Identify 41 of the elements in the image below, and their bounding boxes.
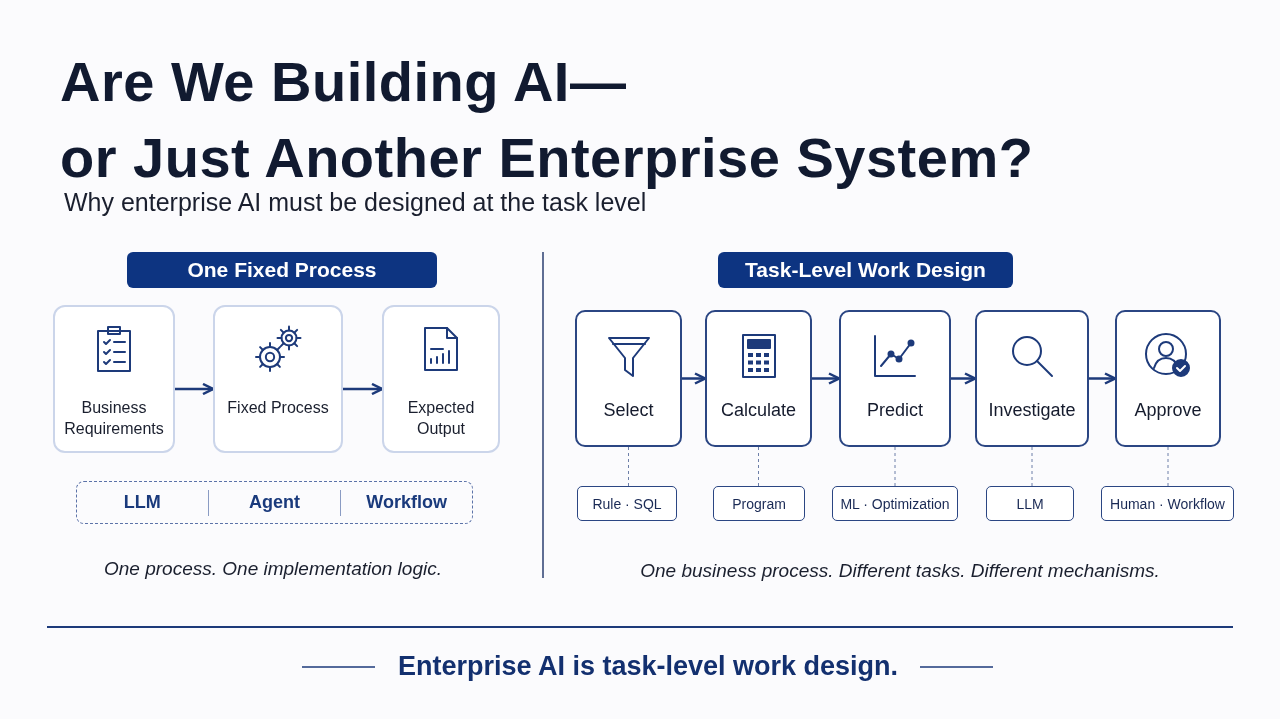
mechanism-tag: Rule · SQL bbox=[577, 486, 677, 521]
mechanism-tag: LLM bbox=[986, 486, 1074, 521]
task-box bbox=[575, 310, 682, 447]
step-label: Expected Output bbox=[406, 398, 476, 439]
process-box bbox=[382, 305, 500, 453]
mechanism-tag: Human · Workflow bbox=[1101, 486, 1234, 521]
task-label: Predict bbox=[866, 400, 924, 421]
mechanism-tag: ML · Optimization bbox=[832, 486, 958, 521]
task-box bbox=[975, 310, 1089, 447]
mechanism-tag: Program bbox=[713, 486, 805, 521]
task-box bbox=[839, 310, 951, 447]
step-label: Business Requirements bbox=[63, 398, 165, 439]
process-box bbox=[53, 305, 175, 453]
implementation-label: Agent bbox=[249, 492, 300, 512]
step-label: Fixed Process bbox=[226, 398, 330, 418]
implementation-label: Workflow bbox=[366, 492, 447, 512]
arrow bbox=[682, 372, 707, 385]
arrow bbox=[343, 382, 384, 396]
task-box bbox=[705, 310, 812, 447]
task-label: Select bbox=[602, 400, 655, 421]
arrow bbox=[1089, 372, 1117, 385]
process-box bbox=[213, 305, 343, 453]
task-box bbox=[1115, 310, 1221, 447]
implementation-label: LLM bbox=[123, 492, 161, 512]
dotted-connector bbox=[628, 446, 629, 487]
arrow bbox=[951, 372, 977, 385]
dotted-connector bbox=[1031, 446, 1033, 487]
dotted-connector bbox=[758, 446, 759, 487]
task-label: Approve bbox=[1133, 400, 1203, 421]
implementation-box bbox=[76, 481, 473, 524]
tagline: Enterprise AI is task-level work design. bbox=[397, 651, 899, 682]
arrow bbox=[175, 382, 215, 396]
dotted-connector bbox=[894, 446, 896, 487]
caption: One process. One implementation logic. bbox=[104, 558, 442, 580]
section-header: One Fixed Process bbox=[127, 252, 437, 288]
arrow bbox=[812, 372, 841, 385]
dotted-connector bbox=[1167, 446, 1169, 487]
task-label: Calculate bbox=[719, 400, 797, 421]
task-label: Investigate bbox=[987, 400, 1077, 421]
caption: One business process. Different tasks. Different mechanisms. bbox=[640, 560, 1160, 582]
section-header: Task-Level Work Design bbox=[718, 252, 1013, 288]
